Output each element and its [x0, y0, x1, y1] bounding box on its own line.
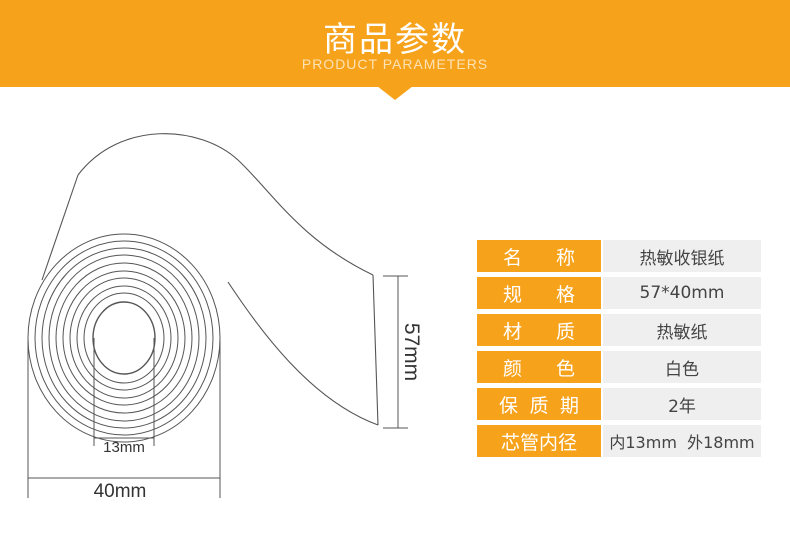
page-subtitle: PRODUCT PARAMETERS — [301, 56, 489, 72]
core-dim-label: 13mm — [103, 439, 145, 456]
roll-ring — [48, 254, 200, 422]
params-table: 名 称 热敏收银纸 规 格 57*40mm 材 质 热敏纸 颜 色 白色 保 质… — [477, 240, 761, 462]
unrolled-sheet-left-edge — [41, 174, 79, 281]
roll-core — [92, 301, 156, 375]
page-title: 商品参数 — [323, 20, 467, 60]
param-key: 芯管内径 — [477, 425, 601, 457]
roll-ring — [41, 247, 207, 429]
unrolled-sheet-right-edge — [372, 274, 379, 426]
param-value: 热敏纸 — [603, 314, 761, 346]
param-value: 2年 — [603, 388, 761, 420]
roll-ring — [55, 262, 193, 414]
roll-ring — [83, 292, 165, 384]
roll-ring — [69, 277, 179, 399]
param-row-shelf-life: 保 质 期 2年 — [477, 388, 761, 420]
param-value: 热敏收银纸 — [603, 240, 761, 272]
param-row-core-diameter: 芯管内径 内13mm 外18mm — [477, 425, 761, 457]
banner-arrow — [377, 86, 413, 100]
paper-roll-illustration: 13mm 40mm 57mm — [27, 133, 423, 502]
param-value: 内13mm 外18mm — [603, 425, 761, 457]
roll-rings — [27, 233, 221, 443]
param-key: 保 质 期 — [477, 388, 601, 420]
param-key: 材 质 — [477, 314, 601, 346]
roll-ring — [76, 285, 172, 391]
param-row-color: 颜 色 白色 — [477, 351, 761, 383]
param-row-spec: 规 格 57*40mm — [477, 277, 761, 309]
roll-ring — [34, 240, 214, 436]
roll-ring — [62, 270, 186, 406]
param-row-name: 名 称 热敏收银纸 — [477, 240, 761, 272]
param-key: 颜 色 — [477, 351, 601, 383]
width-dim-label: 40mm — [94, 481, 147, 502]
height-dim-label: 57mm — [400, 323, 423, 381]
param-key: 名 称 — [477, 240, 601, 272]
param-row-material: 材 质 热敏纸 — [477, 314, 761, 346]
param-value: 白色 — [603, 351, 761, 383]
unrolled-sheet-top-edge — [77, 133, 374, 276]
roll-ring — [27, 233, 221, 443]
param-key: 规 格 — [477, 277, 601, 309]
unrolled-sheet-bottom-edge — [227, 281, 379, 426]
param-value: 57*40mm — [603, 277, 761, 309]
header-banner: 商品参数 PRODUCT PARAMETERS — [0, 0, 790, 87]
